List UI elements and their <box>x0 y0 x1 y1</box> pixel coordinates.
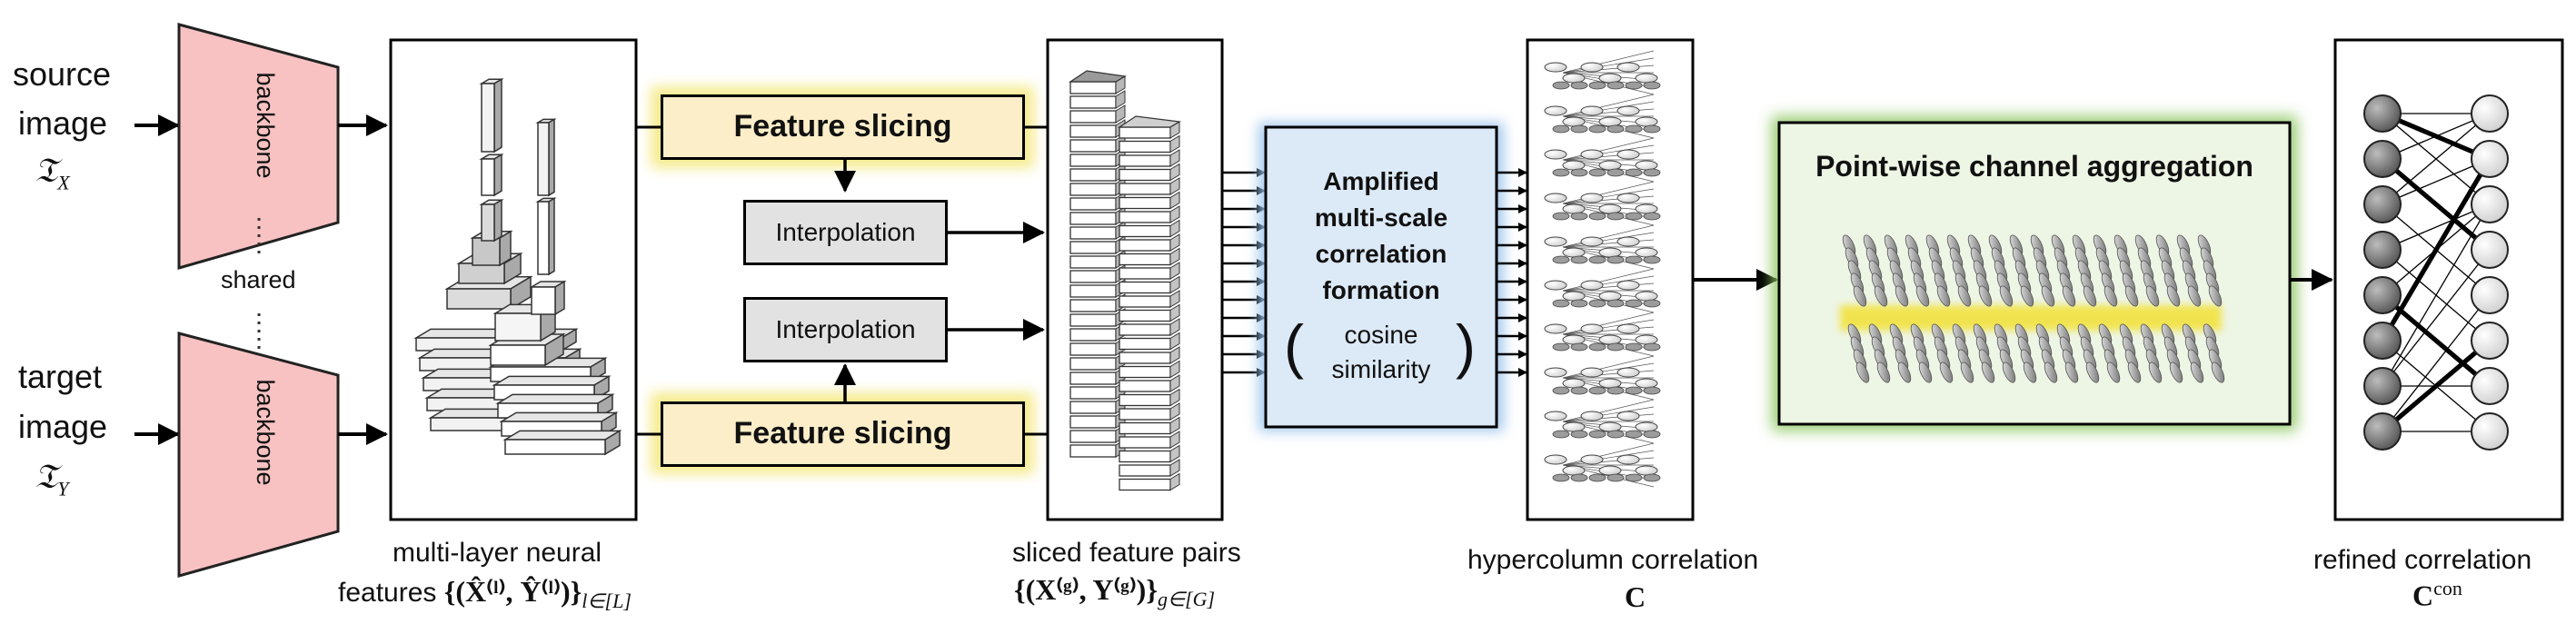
slicing-top-box: Feature slicing <box>661 94 1025 160</box>
sliced-caption1: sliced feature pairs <box>1012 538 1241 568</box>
refined-network-illustration <box>2363 94 2509 451</box>
backbone-top <box>177 23 340 270</box>
target-line2: image <box>18 408 108 445</box>
correlation-line3: correlation <box>1315 240 1447 268</box>
hypercolumn-caption: hypercolumn correlation <box>1467 545 1759 575</box>
correlation-paren-close: ) <box>1456 312 1476 380</box>
feature-stack-illustration <box>413 77 622 456</box>
slicing-top-label: Feature slicing <box>733 109 952 144</box>
sliced-caption2-math: {(X⁽ᵍ⁾, Y⁽ᵍ⁾)} <box>1014 573 1158 606</box>
hypercolumn-symbol: C <box>1625 580 1646 613</box>
correlation-text: Amplified multi-scale correlation format… <box>1266 163 1497 309</box>
refined-symbol-main: C <box>2412 579 2434 612</box>
refined-caption: refined correlation <box>2313 545 2532 575</box>
multilayer-caption2-sub: l∈[L] <box>582 590 632 612</box>
interp-bottom-label: Interpolation <box>775 314 916 343</box>
aggregation-illustration <box>1842 234 2225 383</box>
hypercolumn-panel <box>1526 38 1695 521</box>
refined-symbol-sup: con <box>2433 577 2462 599</box>
backbone-top-label: backbone <box>252 72 279 179</box>
sliced-caption2: {(X⁽ᵍ⁾, Y⁽ᵍ⁾)}g∈[G] <box>1014 573 1216 610</box>
slicing-bottom-box: Feature slicing <box>661 401 1025 467</box>
correlation-box <box>1264 125 1498 429</box>
correlation-paren-open: ( <box>1284 312 1304 380</box>
backbone-bottom <box>177 332 340 578</box>
target-symbol-sub: Y <box>57 477 69 500</box>
source-symbol-sub: X <box>57 171 70 194</box>
source-line1: source <box>13 55 112 93</box>
slicing-bottom-label: Feature slicing <box>733 416 952 451</box>
correlation-line1: Amplified <box>1323 167 1439 195</box>
target-line1: target <box>18 358 103 395</box>
hypercolumn-illustration <box>1544 50 1661 488</box>
shared-label: shared <box>221 266 296 293</box>
source-line2: image <box>18 104 108 142</box>
multilayer-caption2-prefix: features <box>338 578 444 608</box>
backbone-bottom-label: backbone <box>252 379 279 486</box>
source-symbol-main: 𝔗 <box>35 152 58 190</box>
aggregation-band <box>1840 305 2222 331</box>
correlation-subtext: cosine similarity <box>1299 318 1463 387</box>
interp-bottom-box: Interpolation <box>743 297 948 362</box>
target-symbol: 𝔗Y <box>35 458 69 500</box>
arrow-bundle-correlation-to-hypercolumn <box>1497 168 1527 377</box>
sliced-caption2-sub: g∈[G] <box>1157 588 1216 610</box>
refined-symbol: Ccon <box>2412 577 2462 612</box>
correlation-line2: multi-scale <box>1314 203 1448 232</box>
multilayer-caption1: multi-layer neural <box>393 538 602 568</box>
interp-top-label: Interpolation <box>775 217 916 246</box>
correlation-line5: cosine <box>1344 321 1418 349</box>
multilayer-caption2: features {(X̂⁽ˡ⁾, Ŷ⁽ˡ⁾)}l∈[L] <box>338 575 632 612</box>
correlation-line4: formation <box>1322 276 1440 304</box>
interp-top-box: Interpolation <box>743 200 948 265</box>
source-symbol: 𝔗X <box>35 152 70 194</box>
arrow-bundle-sliced-to-correlation <box>1223 168 1266 377</box>
multilayer-caption2-math: {(X̂⁽ˡ⁾, Ŷ⁽ˡ⁾)} <box>443 575 582 608</box>
sliced-stack-illustration <box>1068 70 1181 491</box>
target-symbol-main: 𝔗 <box>35 458 58 496</box>
correlation-line6: similarity <box>1331 355 1431 383</box>
aggregation-title: Point-wise channel aggregation <box>1815 150 2253 183</box>
